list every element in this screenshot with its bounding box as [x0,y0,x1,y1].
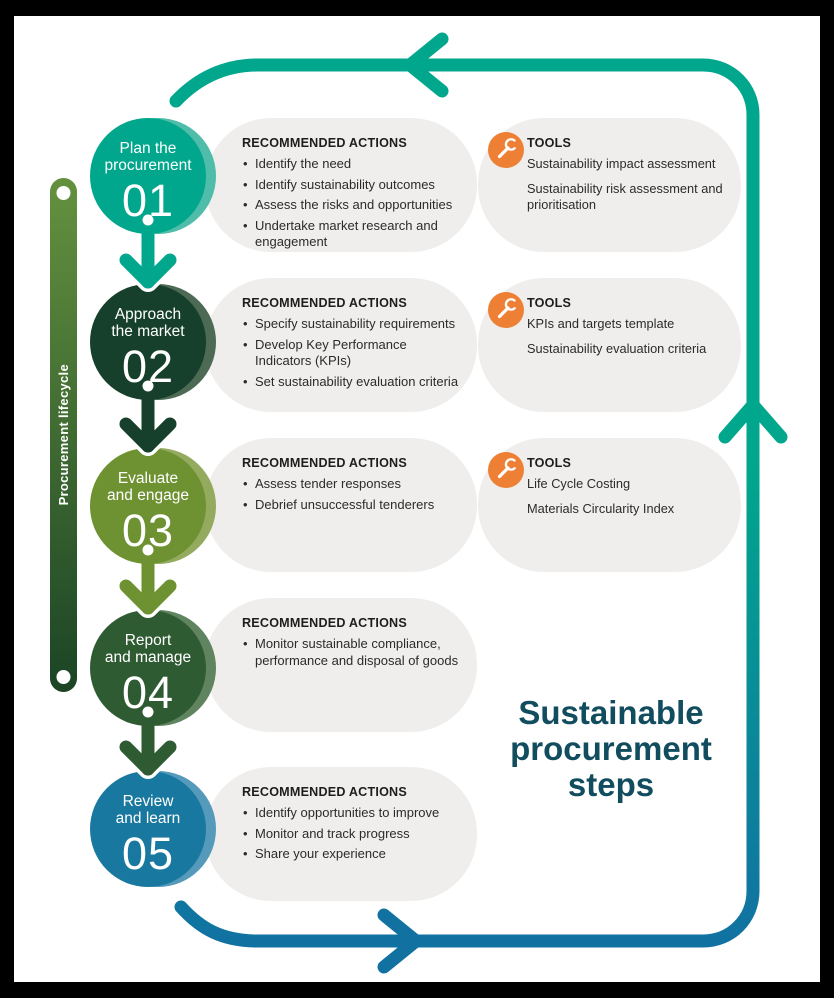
step-label-line2: procurement [104,157,192,174]
action-item: Set sustainability evaluation criteria [242,374,465,391]
action-item: Assess the risks and opportunities [242,197,465,214]
actions-heading: RECOMMENDED ACTIONS [242,136,407,150]
actions-heading: RECOMMENDED ACTIONS [242,785,407,799]
actions-list: Identify the need Identify sustainabilit… [242,156,465,251]
tools-box-step2: TOOLS KPIs and targets template Sustaina… [478,278,741,412]
action-item: Debrief unsuccessful tenderers [242,497,465,514]
loop-arrowhead-up-icon [718,398,788,444]
actions-box-step5: RECOMMENDED ACTIONS Identify opportuniti… [205,767,477,901]
step-number: 05 [121,828,175,879]
step-label-line2: and engage [107,487,189,504]
actions-box-step3: RECOMMENDED ACTIONS Assess tender respon… [205,438,477,572]
step-label-line2: and learn [115,810,181,827]
actions-box-step4: RECOMMENDED ACTIONS Monitor sustainable … [205,598,477,732]
tool-item: Sustainability risk assessment and prior… [527,181,723,212]
step-number: 04 [121,667,175,718]
step-label-line2: and manage [104,649,192,666]
down-arrow-icon [119,740,177,776]
loop-arrowhead-right-icon [377,908,423,974]
action-item: Monitor and track progress [242,826,465,843]
lifecycle-bar-label-text: Procurement lifecycle [56,364,71,506]
tools-heading: TOOLS [527,136,572,150]
page-title-line3: steps [567,766,655,803]
step-number: 03 [121,505,175,556]
tool-item: Sustainability impact assessment [527,156,716,171]
tools-box-step1: TOOLS Sustainability impact assessment S… [478,118,741,252]
step-label-line1: Review [122,793,174,810]
action-item: Specify sustainability requirements [242,316,465,333]
tool-item: Life Cycle Costing [527,476,631,491]
step-label-line1: Evaluate [117,470,179,487]
actions-heading: RECOMMENDED ACTIONS [242,456,407,470]
loop-arrowhead-left-icon [403,32,449,98]
actions-list: Monitor sustainable compliance, performa… [242,636,465,669]
step-label-line2: the market [111,323,185,340]
actions-list: Specify sustainability requirements Deve… [242,316,465,390]
action-item: Monitor sustainable compliance, performa… [242,636,465,669]
lifecycle-bar-label: Procurement lifecycle [50,178,77,692]
action-item: Assess tender responses [242,476,465,493]
actions-heading: RECOMMENDED ACTIONS [242,616,407,630]
down-arrow-icon [119,579,177,615]
actions-list: Assess tender responses Debrief unsucces… [242,476,465,513]
wrench-icon [488,132,524,168]
arrow-halo [116,576,180,618]
step-label-line1: Report [124,632,172,649]
step-label-line1: Approach [114,306,182,323]
actions-list: Identify opportunities to improve Monito… [242,805,465,863]
tool-item: Materials Circularity Index [527,501,675,516]
arrow-halo [116,737,180,779]
down-arrow-icon [119,253,177,289]
page-background: Procurement lifecycle RECOMMENDED ACTION… [14,16,820,982]
arrow-halo [116,414,180,456]
tools-heading: TOOLS [527,296,572,310]
actions-box-step2: RECOMMENDED ACTIONS Specify sustainabili… [205,278,477,412]
action-item: Identify opportunities to improve [242,805,465,822]
action-item: Identify the need [242,156,465,173]
actions-box-step1: RECOMMENDED ACTIONS Identify the need Id… [205,118,477,252]
step-label-line1: Plan the [119,140,177,157]
actions-heading: RECOMMENDED ACTIONS [242,296,407,310]
wrench-icon [488,292,524,328]
action-item: Share your experience [242,846,465,863]
tools-box-step3: TOOLS Life Cycle Costing Materials Circu… [478,438,741,572]
tool-item: Sustainability evaluation criteria [527,341,707,356]
wrench-icon [488,452,524,488]
tools-heading: TOOLS [527,456,572,470]
page-title: Sustainable procurement steps [491,695,731,803]
tool-item: KPIs and targets template [527,316,675,331]
action-item: Undertake market research and engagement [242,218,465,251]
action-item: Identify sustainability outcomes [242,177,465,194]
page-title-line2: procurement [510,730,712,767]
down-arrow-icon [119,417,177,453]
step-number: 02 [121,341,175,392]
arrow-halo [116,250,180,292]
step-number: 01 [121,175,175,226]
page-title-line1: Sustainable [518,694,704,731]
action-item: Develop Key Performance Indicators (KPIs… [242,337,465,370]
